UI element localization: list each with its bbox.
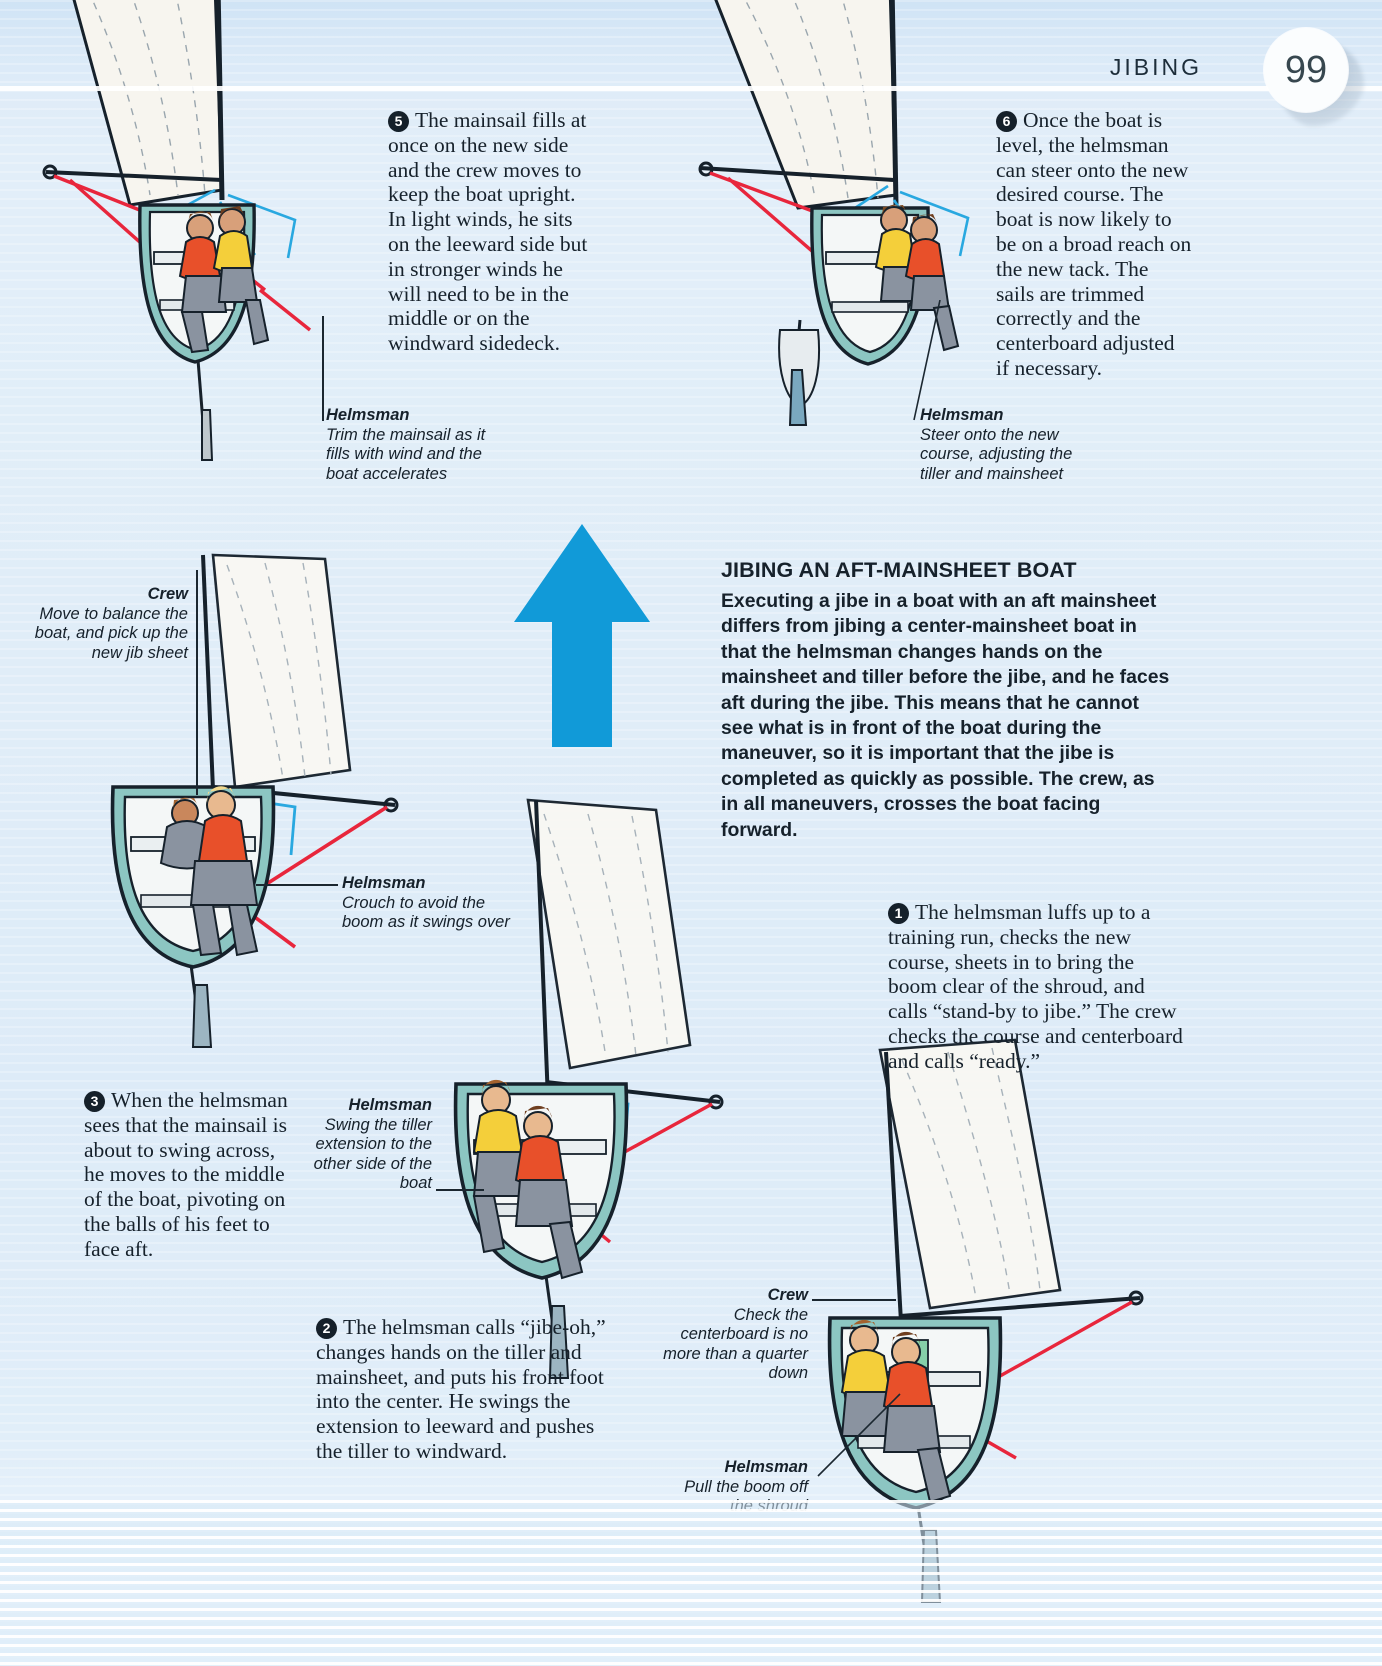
callout-helmsman-boom-role: Helmsman <box>724 1458 808 1476</box>
callout-crew-centerboard: Crew Check the centerboard is no more th… <box>660 1286 808 1384</box>
illustration-boat-step-1 <box>820 1038 1180 1640</box>
step-3-body: When the helmsman sees that the mainsail… <box>84 1088 288 1261</box>
callout-crew-balance-role: Crew <box>147 585 188 603</box>
callout-helmsman-trim-role: Helmsman <box>326 406 410 424</box>
page-number-disc <box>1264 28 1348 112</box>
leader-line-helmsman-boom <box>816 1392 902 1478</box>
section-heading: JIBING AN AFT-MAINSHEET BOAT <box>721 558 1077 582</box>
callout-helmsman-swing-text: Swing the tiller extension to the other … <box>313 1115 432 1193</box>
step-6-body: Once the boat is level, the helmsman can… <box>996 108 1192 380</box>
callout-helmsman-steer-text: Steer onto the new course, adjusting the… <box>920 425 1073 483</box>
step-5-body: The mainsail fills at once on the new si… <box>388 108 588 356</box>
leader-line-helmsman-steer <box>912 299 942 422</box>
leader-line-helmsman-trim <box>322 316 324 421</box>
step-6-number: 6 <box>996 111 1017 132</box>
page-number: 99 <box>1284 48 1328 91</box>
callout-helmsman-swing: Helmsman Swing the tiller extension to t… <box>296 1096 432 1194</box>
leader-line-crew-centerboard <box>812 1299 896 1301</box>
callout-helmsman-swing-role: Helmsman <box>348 1096 432 1114</box>
leader-line-helmsman-crouch <box>256 884 338 886</box>
callout-helmsman-trim: Helmsman Trim the mainsail as it fills w… <box>326 406 506 484</box>
callout-helmsman-crouch-text: Crouch to avoid the boom as it swings ov… <box>342 893 510 932</box>
callout-helmsman-crouch: Helmsman Crouch to avoid the boom as it … <box>342 874 512 933</box>
callout-crew-centerboard-text: Check the centerboard is no more than a … <box>663 1305 808 1383</box>
page-number-badge: 99 <box>1264 28 1364 128</box>
illustration-boat-step-2 <box>420 798 750 1440</box>
callout-helmsman-boom: Helmsman Pull the boom off the shroud <box>660 1458 808 1517</box>
step-2-number: 2 <box>316 1318 337 1339</box>
header-divider <box>0 86 1382 91</box>
callout-helmsman-crouch-role: Helmsman <box>342 874 426 892</box>
section-body: Executing a jibe in a boat with an aft m… <box>721 590 1170 841</box>
callout-crew-balance-text: Move to balance the boat, and pick up th… <box>34 604 188 662</box>
chapter-title: JIBING <box>1109 54 1202 80</box>
step-2-body: The helmsman calls “jibe-oh,” changes ha… <box>316 1315 606 1463</box>
callout-crew-centerboard-role: Crew <box>767 1286 808 1304</box>
step-1-body: The helmsman luffs up to a training run,… <box>888 900 1183 1073</box>
wind-direction-arrow <box>512 522 652 747</box>
step-5-number: 5 <box>388 111 409 132</box>
callout-helmsman-steer-role: Helmsman <box>920 406 1004 424</box>
leader-line-helmsman-swing <box>436 1189 484 1191</box>
step-1-number: 1 <box>888 903 909 924</box>
callout-helmsman-steer: Helmsman Steer onto the new course, adju… <box>920 406 1100 484</box>
callout-helmsman-trim-text: Trim the mainsail as it fills with wind … <box>326 425 486 483</box>
leader-line-crew-balance <box>196 570 198 795</box>
step-3-number: 3 <box>84 1091 105 1112</box>
illustration-boat-step-5 <box>10 0 380 490</box>
illustration-boat-step-6 <box>680 0 1060 490</box>
callout-crew-balance: Crew Move to balance the boat, and pick … <box>20 585 188 663</box>
callout-helmsman-boom-text: Pull the boom off the shroud <box>684 1477 808 1516</box>
